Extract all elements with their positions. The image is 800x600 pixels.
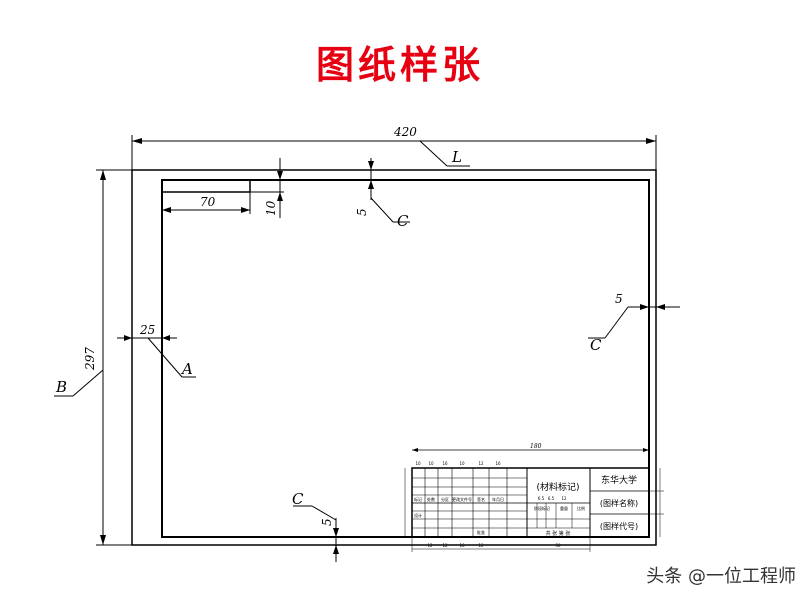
top-margin-value: 5 [355, 208, 369, 216]
slide-title: 图纸样张 [315, 43, 484, 87]
width-dimension [131, 135, 657, 170]
title-block-school: 东华大学 [601, 474, 637, 486]
tb-label-weight: 重量 [560, 505, 568, 511]
tb-num: 6.5 [548, 496, 555, 501]
watermark: 头条 @一位工程师 [646, 566, 796, 587]
tb-label-design: 设计 [414, 512, 422, 518]
label-A: A [180, 360, 193, 378]
height-value-297: 297 [83, 347, 97, 371]
title-block-drawing-code: (图样代号) [600, 521, 638, 531]
tb-num: 50 [555, 543, 561, 548]
tb-label-zone: 分区 [441, 496, 449, 502]
label-C-bottom: C [292, 490, 304, 508]
tb-num: 12 [478, 461, 484, 466]
tb-num: 12 [442, 543, 448, 548]
tb-label-approve: 批准 [477, 529, 485, 535]
tb-label-date: 年月日 [492, 496, 504, 502]
title-block-width-value: 180 [530, 443, 542, 450]
tb-num: 16 [495, 461, 501, 466]
left-margin-dimension [117, 335, 196, 378]
left-margin-value: 25 [139, 323, 155, 337]
title-block [404, 448, 664, 552]
stub-height-value: 10 [264, 200, 278, 216]
tb-label-signature: 签名 [477, 496, 485, 502]
tb-num: 12 [478, 543, 484, 548]
tb-label-count: 处数 [427, 496, 435, 502]
label-C-right: C [590, 336, 602, 354]
bottom-margin-value: 5 [320, 518, 334, 526]
tb-label-mark: 标记 [414, 496, 422, 502]
tb-label-stage: 阶段标记 [534, 505, 550, 511]
top-left-stub [161, 179, 251, 193]
tb-num: 10 [459, 461, 465, 466]
tb-num: 12 [561, 496, 567, 501]
tb-label-sheet: 共 张 第 张 [546, 530, 571, 537]
label-B: B [55, 378, 67, 396]
tb-num: 10 [428, 461, 434, 466]
tb-num: 6.5 [538, 496, 545, 501]
tb-num: 12 [427, 543, 433, 548]
width-value-420: 420 [393, 125, 417, 139]
sheet-outer-border [131, 169, 657, 546]
stub-height-dimension [250, 158, 284, 218]
tb-label-change-doc: 更改文件号 [452, 496, 472, 502]
tb-num: 16 [442, 461, 448, 466]
inner-frame [161, 179, 650, 538]
stub-width-dimension [161, 192, 251, 214]
stub-width-value: 70 [200, 195, 216, 209]
label-C-top: C [397, 212, 409, 230]
right-margin-value: 5 [615, 292, 623, 306]
top-margin-dimension [368, 158, 410, 223]
height-dimension [54, 169, 132, 546]
label-L: L [451, 148, 462, 166]
title-block-drawing-name: (图样名称) [600, 498, 638, 508]
tb-num: 16 [459, 543, 465, 548]
title-block-material: (材料标记) [536, 481, 579, 493]
bottom-margin-dimension [293, 505, 339, 562]
tb-label-scale: 比例 [577, 505, 585, 511]
right-margin-dimension [588, 304, 680, 339]
tb-num: 10 [415, 461, 421, 466]
